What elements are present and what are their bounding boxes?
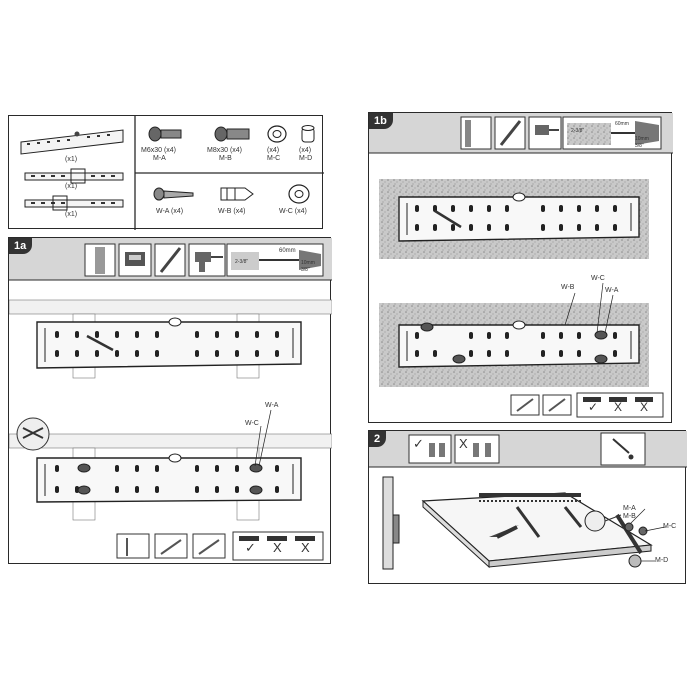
step-2-callout-mb: M-B — [623, 513, 636, 520]
drill-depth-1b-icon — [562, 116, 662, 150]
step-1b-drill-depth-in: 2-3/8" — [571, 128, 585, 134]
lag-bolt-w-a-icon — [153, 187, 194, 201]
parts-panel: (x1) (x1) (x1) M6x30 (x4) M-A M8x30 (x4)… — [8, 115, 324, 230]
washer-m-c-icon — [267, 125, 287, 143]
stud-finder-icon — [118, 243, 152, 277]
step-2-wrong-mark: X — [459, 436, 468, 451]
screwdriver-icon — [600, 432, 646, 466]
spacer-m-d-code: M-D — [299, 155, 313, 162]
anchor-w-b-icon — [220, 187, 254, 201]
step-1a-drill-depth: 60mm — [279, 248, 296, 254]
w-b-label: W-B (x4) — [218, 208, 246, 215]
screw-m-b-icon — [214, 126, 250, 142]
step-2-callout-ma: M-A — [623, 505, 636, 512]
step-1b-tag: 1b — [369, 113, 393, 129]
washer-m-c-qty: (x4) — [267, 147, 280, 154]
step-1a-callout-wc: W-C — [245, 420, 259, 427]
step-1b-drill-depth: 60mm — [615, 121, 629, 127]
w-c-label: W-C (x4) — [279, 208, 307, 215]
plate-1a-slots — [55, 331, 279, 357]
step-1a-tag: 1a — [9, 238, 33, 254]
wall-plate-part — [20, 129, 124, 155]
w-a-label: W-A (x4) — [156, 208, 184, 215]
step-1b-callout-wb: W-B — [561, 284, 575, 291]
step-1b-panel: 1b 60mm 2-3/8" 10mm 3/8" W-B W-C W-A ✓ X… — [368, 112, 673, 423]
spacer-m-d-qty: (x4) — [299, 147, 312, 154]
step-1b-callout-wc: W-C — [591, 275, 605, 282]
drill-depth-icon — [226, 243, 324, 277]
step-1b-drill-size: 10mm — [635, 136, 649, 142]
step-2-callout-md: M-D — [655, 557, 669, 564]
step-1a-callout-wa: W-A — [265, 402, 279, 409]
step-2-callout-mc: M-C — [663, 523, 677, 530]
drill-icon — [188, 243, 226, 277]
step-2-panel: 2 ✓ X M-A M-B M-C M-D — [368, 430, 687, 584]
step-1b-drill-size-in: 3/8" — [635, 143, 644, 149]
screw-wrong-icon — [473, 443, 491, 457]
step-2-drawing — [369, 431, 687, 570]
step-1b-option-1: ✓ — [588, 400, 599, 414]
step-2-tag: 2 — [369, 431, 387, 447]
washer-m-c-code: M-C — [267, 155, 281, 162]
arm-left-qty: (x1) — [65, 183, 78, 190]
step-1b-option-2: X — [614, 400, 623, 414]
bolt-1a-marks — [77, 463, 263, 495]
mini-diagram-1a — [116, 533, 226, 559]
step-1a-option-2: X — [273, 540, 282, 555]
step-1b-callout-wa: W-A — [605, 287, 619, 294]
pencil-icon — [154, 243, 186, 277]
stud-icon — [84, 243, 116, 277]
screw-m-a-code: M-A — [153, 155, 166, 162]
plate-1a-2-slots — [55, 465, 279, 493]
spacer-m-d-icon — [301, 125, 315, 143]
step-1b-option-3: X — [640, 400, 649, 414]
plate-qty: (x1) — [65, 156, 78, 163]
step-1a-option-3: X — [301, 540, 310, 555]
step-1a-drill-size: 10mm — [301, 260, 315, 266]
parts-drawing — [20, 116, 324, 230]
step-2-ok-mark: ✓ — [413, 436, 424, 451]
step-1a-drill-depth-in: 2-3/8" — [235, 259, 249, 265]
bracket-arm-part-1 — [24, 168, 124, 184]
screw-m-b-code: M-B — [219, 155, 232, 162]
screw-ok-icon — [429, 443, 445, 457]
arm-right-qty: (x1) — [65, 211, 78, 218]
pencil-1b-icon — [494, 116, 526, 150]
wall-1b-icon — [460, 116, 492, 150]
drill-1b-icon — [528, 116, 562, 150]
bracket-arm-part-2 — [24, 195, 124, 211]
washer-w-c-icon — [288, 184, 310, 204]
step-1a-drill-size-in: 3/8" — [301, 267, 310, 273]
step-1a-option-1: ✓ — [245, 540, 256, 555]
step-1b-drawing — [369, 113, 673, 418]
screw-m-a-icon — [148, 126, 182, 142]
screw-m-a-size: M6x30 (x4) — [141, 147, 177, 154]
step-1a-panel: . 1a 60mm 2-3/8" 10mm 3/8" W-A W-C ✓ X X — [8, 237, 332, 564]
screw-m-b-size: M8x30 (x4) — [207, 147, 243, 154]
step-1a-drawing: . — [9, 238, 332, 561]
